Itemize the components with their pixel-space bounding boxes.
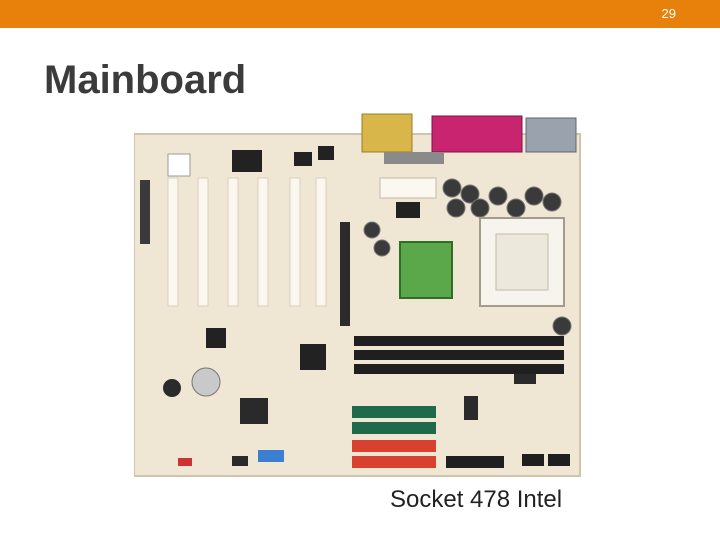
motherboard-photo [134,113,581,477]
image-caption: Socket 478 Intel [390,486,563,513]
header-bar: 29 [0,0,720,28]
page-number: 29 [661,6,676,21]
slide-title: Mainboard [44,58,247,102]
